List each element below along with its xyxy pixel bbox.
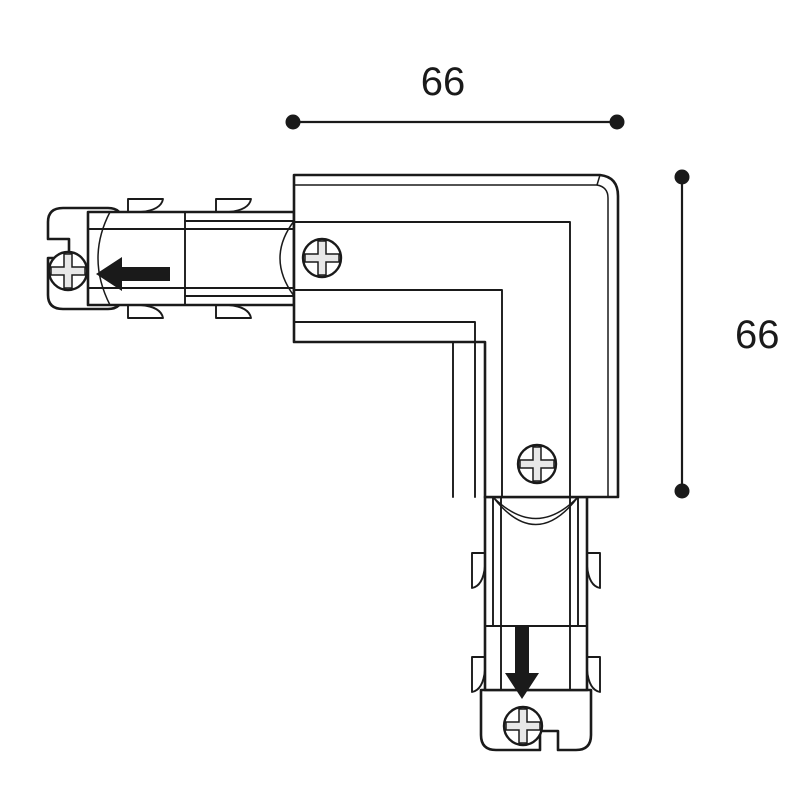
height-dimension: 66 bbox=[674, 169, 780, 499]
corner-block-chamfer-tick bbox=[596, 174, 601, 186]
screw-vertical-joint bbox=[516, 443, 558, 485]
screw-left-endcap bbox=[47, 250, 89, 292]
vertical-arm-clip-tab-right-lower bbox=[586, 656, 601, 693]
width-dimension-label: 66 bbox=[421, 60, 466, 104]
flow-arrow-left bbox=[96, 257, 170, 291]
horizontal-arm-clip-tab-bottom-left bbox=[127, 304, 164, 319]
width-dimension-dot-left bbox=[285, 114, 301, 130]
horizontal-arm-clip-tab-top-left bbox=[127, 198, 164, 213]
screw-bottom-endcap bbox=[502, 705, 544, 747]
corner-block-vertical-mating-arc bbox=[492, 496, 579, 520]
horizontal-arm-clip-tab-bottom-right bbox=[215, 304, 252, 319]
horizontal-arm-body bbox=[86, 210, 296, 307]
vertical-arm bbox=[471, 495, 601, 752]
horizontal-arm bbox=[46, 198, 296, 319]
height-dimension-label: 66 bbox=[735, 313, 780, 357]
width-dimension: 66 bbox=[285, 60, 625, 130]
horizontal-arm-clip-tab-top-right bbox=[215, 198, 252, 213]
height-dimension-dot-bottom bbox=[674, 483, 690, 499]
horizontal-arm-mating-arc bbox=[279, 220, 295, 297]
height-dimension-dot-top bbox=[674, 169, 690, 185]
vertical-arm-mating-arc bbox=[492, 496, 579, 526]
corner-block-contour-4 bbox=[293, 341, 454, 498]
corner-block-contour-2 bbox=[293, 289, 503, 498]
flow-arrow-down bbox=[505, 626, 539, 699]
vertical-arm-clip-tab-left-upper bbox=[471, 552, 486, 589]
screw-horizontal-joint bbox=[301, 237, 343, 279]
horizontal-arm-left-transition bbox=[97, 211, 111, 306]
vertical-arm-clip-tab-right-upper bbox=[586, 552, 601, 589]
corner-block-outline bbox=[292, 173, 620, 499]
corner-block bbox=[292, 173, 620, 520]
corner-block-contour-1 bbox=[293, 221, 571, 498]
corner-block-contour-3 bbox=[293, 321, 476, 498]
vertical-arm-clip-tab-left-lower bbox=[471, 656, 486, 693]
width-dimension-dot-right bbox=[609, 114, 625, 130]
